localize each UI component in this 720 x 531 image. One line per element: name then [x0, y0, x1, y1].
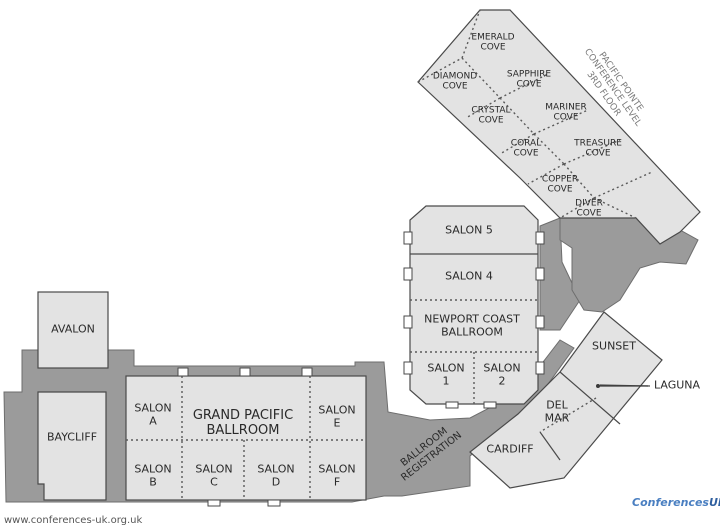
avalon-room[interactable] — [37, 291, 109, 369]
label-salon-5: SALON 5 — [445, 223, 493, 237]
logo-accent: UK — [708, 496, 720, 509]
baycliff-room[interactable] — [37, 391, 107, 501]
conferences-uk-logo: ConferencesUK — [632, 496, 720, 509]
footer-url: www.conferences-uk.org.uk — [4, 515, 143, 526]
label-avalon: AVALON — [51, 322, 95, 336]
south-wing-rooms[interactable] — [469, 311, 663, 489]
logo-main: Conferences — [632, 496, 709, 509]
label-sunset: SUNSET — [592, 339, 636, 353]
label-salon-4: SALON 4 — [445, 269, 493, 283]
label-laguna: LAGUNA — [654, 378, 701, 392]
label-cardiff: CARDIFF — [486, 442, 534, 456]
pacific-pointe-level[interactable] — [417, 9, 701, 245]
label-baycliff: BAYCLIFF — [46, 430, 98, 444]
